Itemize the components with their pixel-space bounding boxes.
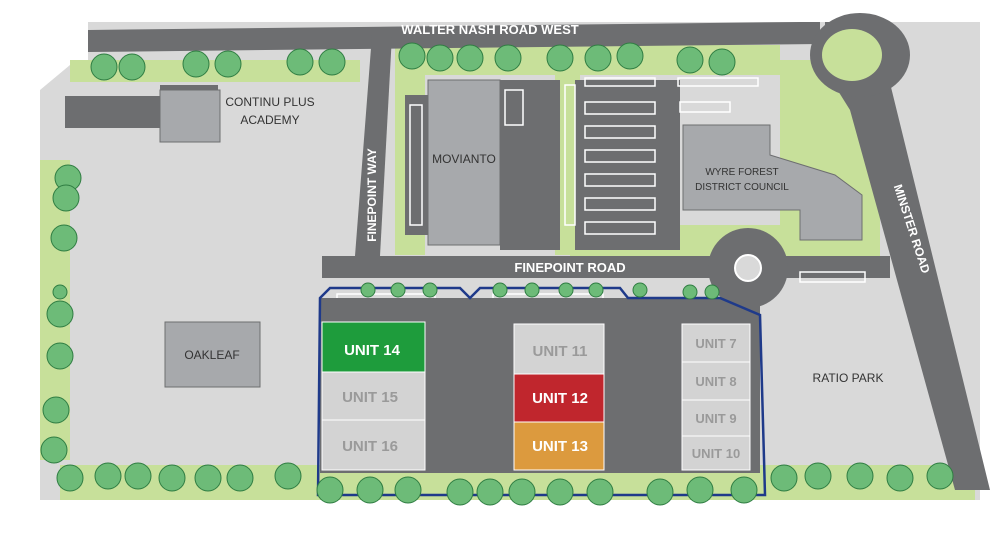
oakleaf-label: OAKLEAF xyxy=(184,348,239,362)
tree xyxy=(546,44,574,72)
unit-9-label: UNIT 9 xyxy=(695,411,736,426)
continu-plus-label-1: CONTINU PLUS xyxy=(225,95,314,109)
tree xyxy=(804,462,832,490)
unit-12[interactable] xyxy=(513,373,605,423)
continu-plus-academy-building xyxy=(159,89,221,143)
unit-11[interactable] xyxy=(513,323,605,375)
minster-road xyxy=(825,22,990,490)
tree xyxy=(316,476,344,504)
tree xyxy=(494,44,522,72)
unit-13[interactable] xyxy=(513,421,605,471)
tree xyxy=(588,282,604,298)
tree xyxy=(476,478,504,506)
movianto-label: MOVIANTO xyxy=(432,152,496,166)
tree xyxy=(52,184,80,212)
oakleaf-building xyxy=(164,321,261,388)
tree xyxy=(356,476,384,504)
tree xyxy=(682,284,698,300)
tree xyxy=(46,300,74,328)
tree xyxy=(398,42,426,70)
tree xyxy=(40,436,68,464)
tree xyxy=(118,53,146,81)
units-block-west xyxy=(321,321,426,471)
unit-13-label: UNIT 13 xyxy=(532,438,588,455)
tree xyxy=(616,42,644,70)
tree xyxy=(770,464,798,492)
unit-9[interactable] xyxy=(681,399,751,437)
unit-14[interactable] xyxy=(321,321,426,373)
tree xyxy=(390,282,406,298)
tree xyxy=(182,50,210,78)
tree xyxy=(394,476,422,504)
tree xyxy=(708,48,736,76)
tree xyxy=(446,478,474,506)
tree xyxy=(646,478,674,506)
tree xyxy=(456,44,484,72)
tree xyxy=(46,342,74,370)
tree xyxy=(686,476,714,504)
tree xyxy=(90,53,118,81)
unit-11-label: UNIT 11 xyxy=(532,343,587,360)
tree xyxy=(286,48,314,76)
tree xyxy=(52,284,68,300)
wyre-forest-label-2: DISTRICT COUNCIL xyxy=(695,182,789,193)
ratio-park-label: RATIO PARK xyxy=(813,371,884,385)
wyre-forest-council-building xyxy=(682,124,863,241)
units-block-centre xyxy=(513,323,605,471)
unit-16[interactable] xyxy=(321,419,426,471)
tree xyxy=(704,284,720,300)
tree xyxy=(158,464,186,492)
tree xyxy=(524,282,540,298)
tree xyxy=(558,282,574,298)
unit-10[interactable] xyxy=(681,435,751,471)
tree xyxy=(194,464,222,492)
tree xyxy=(846,462,874,490)
tree xyxy=(508,478,536,506)
unit-12-label: UNIT 12 xyxy=(532,390,588,407)
tree xyxy=(50,224,78,252)
tree xyxy=(360,282,376,298)
council-car-park xyxy=(575,80,680,250)
units-block-east xyxy=(681,323,751,471)
trees xyxy=(40,42,954,506)
tree xyxy=(492,282,508,298)
unit-8[interactable] xyxy=(681,361,751,401)
movianto-car-park xyxy=(500,80,560,250)
tree xyxy=(926,462,954,490)
tree xyxy=(632,282,648,298)
unit-15[interactable] xyxy=(321,371,426,421)
unit-15-label: UNIT 15 xyxy=(342,389,398,406)
finepoint-road xyxy=(322,256,730,278)
wyre-forest-label-1: WYRE FOREST xyxy=(705,167,778,178)
unit-16-label: UNIT 16 xyxy=(342,438,398,455)
continu-plus-label-2: ACADEMY xyxy=(240,113,299,127)
walter-nash-road-label: WALTER NASH ROAD WEST xyxy=(401,22,578,37)
tree xyxy=(676,46,704,74)
tree xyxy=(274,462,302,490)
unit-8-label: UNIT 8 xyxy=(695,374,736,389)
unit-7[interactable] xyxy=(681,323,751,363)
tree xyxy=(214,50,242,78)
tree xyxy=(42,396,70,424)
tree xyxy=(422,282,438,298)
unit-14-label: UNIT 14 xyxy=(344,342,401,359)
tree xyxy=(426,44,454,72)
tree xyxy=(730,476,758,504)
tree xyxy=(886,464,914,492)
unit-10-label: UNIT 10 xyxy=(692,446,740,461)
tree xyxy=(94,462,122,490)
unit-7-label: UNIT 7 xyxy=(695,336,736,351)
tree xyxy=(318,48,346,76)
finepoint-way xyxy=(355,35,392,256)
tree xyxy=(546,478,574,506)
tree xyxy=(584,44,612,72)
movianto-building xyxy=(427,79,501,246)
finepoint-road-label: FINEPOINT ROAD xyxy=(514,260,625,275)
tree xyxy=(226,464,254,492)
tree xyxy=(56,464,84,492)
tree xyxy=(586,478,614,506)
finepoint-way-label: FINEPOINT WAY xyxy=(365,148,379,242)
tree xyxy=(124,462,152,490)
